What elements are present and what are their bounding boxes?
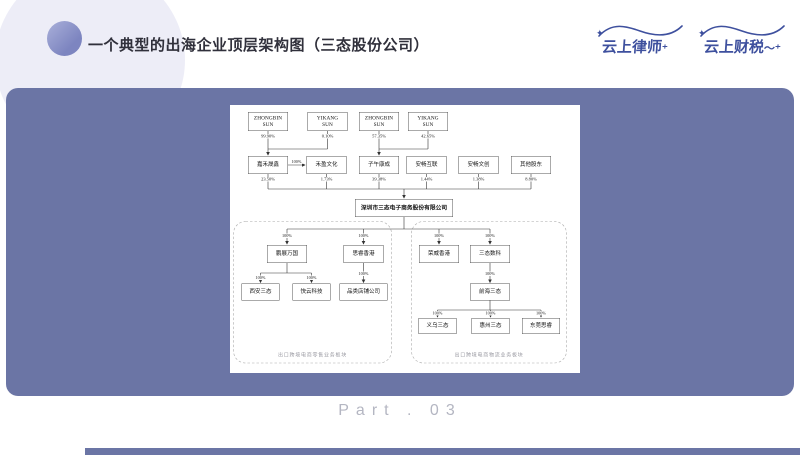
ownership-pct: 100% [357,271,370,276]
ownership-pct: 1.44% [419,176,434,182]
sparkle-icon: 〜⁺ [763,43,782,55]
logo-wordmark: 云上财税 [703,39,765,56]
node-xian-santai: 西安三态 [241,283,280,301]
sparkle-icon: ⁺ [661,43,669,55]
ownership-pct: 100% [484,233,496,238]
ownership-pct: 42.65% [420,133,436,139]
ownership-pct: 1.38% [471,176,486,182]
ownership-pct: 100% [357,233,370,238]
cloud-swash-icon [598,25,683,37]
node-santai-shuke: 三态数科 [470,245,510,263]
node-yikang-sun-2: YIKANG SUN [408,112,448,131]
logo-yunshang-lvshi: ✦ 云上律师⁺ [596,20,684,64]
segment-caption-retail: 出口跨境电商零售业务板块 [278,352,347,358]
org-chart-nodes: ZHONGBIN SUN YIKANG SUN ZHONGBIN SUN YIKANG… [230,105,580,373]
ownership-pct: 1.73% [319,176,334,182]
node-zhongbin-sun-1: ZHONGBIN SUN [248,112,288,131]
node-zhongbin-sun-2: ZHONGBIN SUN [359,112,399,131]
node-jiahe-shengxin: 嘉禾晟鑫 [248,156,288,174]
group-retail-segment [233,221,392,364]
node-ziwu-kangcheng: 子午康成 [359,156,399,174]
decor-circle-small [47,21,82,56]
group-logistics-segment [411,221,567,364]
org-chart-diagram: ZHONGBIN SUN YIKANG SUN ZHONGBIN SUN YIKANG… [230,105,580,373]
ownership-pct: 100% [535,310,547,316]
logo-yunshang-caishui: ✦ 云上财税〜⁺ [698,20,786,64]
node-heying-wenhua: 禾盈文化 [306,156,347,174]
brand-logos: ✦ 云上律师⁺ ✦ 云上财税〜⁺ [596,20,786,64]
ownership-pct: 100% [484,310,497,316]
node-huizhou-santai: 惠州三态 [471,318,510,334]
ownership-pct: 99.90% [260,133,276,139]
node-dongguan-sirui: 东莞思睿 [522,318,560,334]
logo-wordmark: 云上律师 [601,39,663,56]
node-kuaiyun-keji: 快云科技 [292,283,331,301]
node-anchang-wenchuang: 安畅文创 [458,156,499,174]
ownership-pct: 100% [254,275,267,280]
ownership-pct: 100% [433,233,445,238]
ownership-pct: 23.50% [260,176,276,182]
ownership-pct: 100% [290,159,303,164]
node-pinlei-dianpu: 品类店铺公司 [339,283,388,301]
segment-caption-logistics: 出口跨境电商物流业务板块 [454,352,524,358]
ownership-pct: 100% [281,233,293,238]
part-label: Part . 03 [338,402,462,419]
logo-text: 云上律师⁺ [601,36,668,57]
node-sirui-xianggang: 思睿香港 [343,245,384,263]
logo-text: 云上财税〜⁺ [703,36,781,57]
node-pengzhan-wanguo: 鹏展万国 [267,245,307,263]
page-title: 一个典型的出海企业顶层架构图（三态股份公司） [88,37,430,54]
ownership-pct: 100% [484,271,496,276]
ownership-pct: 100% [305,275,318,280]
ownership-pct: 39.38% [371,176,387,182]
cloud-swash-icon [700,25,785,37]
bottom-accent-bar [85,448,800,455]
node-yikang-sun-1: YIKANG SUN [307,112,348,131]
node-yiwu-santai: 义乌三态 [418,318,457,334]
node-qita-gudong: 其他股东 [511,156,551,174]
sparkle-icon: ✦ [596,28,604,38]
node-qianhai-santai: 前海三态 [470,283,510,301]
ownership-pct: 100% [431,310,444,316]
org-chart-panel: ZHONGBIN SUN YIKANG SUN ZHONGBIN SUN YIKANG… [230,105,580,373]
node-rongwei-xianggang: 荣威香港 [419,245,459,263]
content-board: ZHONGBIN SUN YIKANG SUN ZHONGBIN SUN YIKANG… [6,88,794,396]
ownership-pct: 8.80% [524,176,538,182]
node-santai-parent: 深圳市三态电子商务股份有限公司 [355,199,453,217]
sparkle-icon: ✦ [698,28,706,38]
node-anchang-hulian: 安畅互联 [406,156,447,174]
ownership-pct: 0.10% [320,133,335,139]
ownership-pct: 57.35% [371,133,387,139]
